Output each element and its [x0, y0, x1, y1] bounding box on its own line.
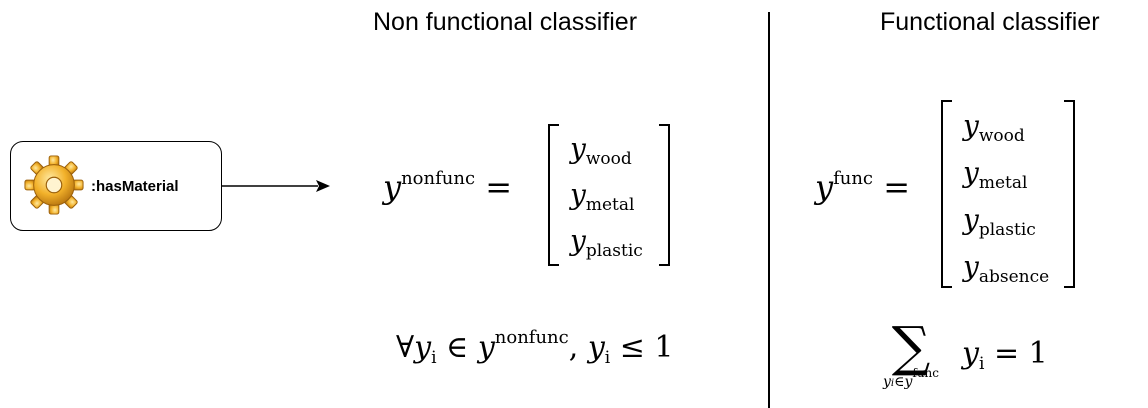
- vector-entry: ywood: [570, 132, 632, 169]
- nonfunc-vector: ywood ymetal yplastic: [548, 124, 670, 266]
- func-constraint-rhs: yi = 1: [962, 336, 1048, 374]
- func-symbol: y: [815, 168, 834, 206]
- property-node: :hasMaterial: [10, 141, 222, 231]
- func-lhs: yfunc =: [815, 168, 910, 206]
- right-bracket: [1064, 100, 1075, 288]
- func-equals: =: [883, 168, 910, 206]
- vector-entry: ymetal: [963, 156, 1028, 193]
- vector-entry: ywood: [963, 109, 1025, 146]
- heading-functional: Functional classifier: [880, 8, 1100, 36]
- sum-sign: ∑: [891, 315, 931, 378]
- right-bracket: [659, 124, 670, 266]
- vector-entry: yplastic: [570, 224, 643, 261]
- gear-icon: [24, 155, 84, 215]
- nonfunc-equals: =: [485, 168, 513, 206]
- nonfunc-constraint: ∀yi ∈ ynonfunc, yi ≤ 1: [396, 327, 674, 368]
- func-vector: ywood ymetal yplastic yabsence: [941, 100, 1075, 288]
- vector-entry: ymetal: [570, 178, 635, 215]
- vertical-divider: [768, 12, 770, 408]
- property-label: :hasMaterial: [91, 178, 179, 195]
- left-bracket: [941, 100, 952, 288]
- vector-entry: yabsence: [963, 250, 1050, 287]
- sum-subscript: yi∈yfunc: [882, 366, 940, 390]
- left-bracket: [548, 124, 559, 266]
- func-superscript: func: [833, 168, 874, 189]
- nonfunc-lhs: ynonfunc =: [383, 168, 512, 206]
- nonfunc-superscript: nonfunc: [401, 168, 476, 189]
- nonfunc-symbol: y: [383, 168, 402, 206]
- arrow: [222, 180, 330, 192]
- vector-entry: yplastic: [963, 203, 1036, 240]
- heading-nonfunctional: Non functional classifier: [373, 8, 638, 36]
- func-sum: ∑ yi∈yfunc: [866, 315, 956, 391]
